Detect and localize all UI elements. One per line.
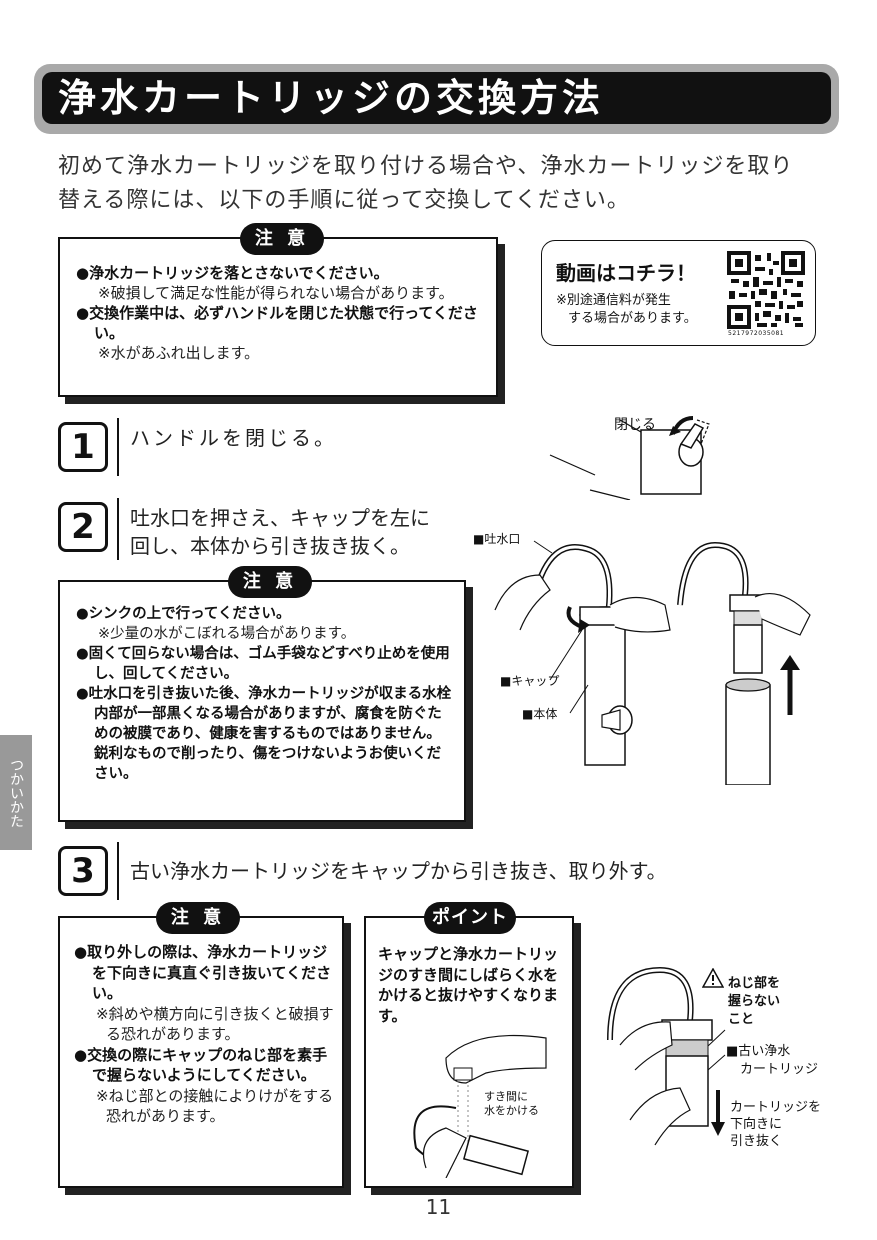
- fig3-label-old-1: ■古い浄水: [726, 1044, 791, 1059]
- caution2-item1-sub: ※少量の水がこぼれる場合があります。: [98, 626, 356, 642]
- point-fig-label1: すき間に: [484, 1090, 528, 1103]
- figure-remove-spout: [494, 540, 811, 785]
- caution1-item2-sub: ※水があふれ出します。: [98, 344, 260, 362]
- caution2-item3: ●吐水口を引き抜いた後、浄水カートリッジが収まる水栓内部が一部黒くなる場合があり…: [76, 686, 452, 742]
- figure-point-water: [413, 1034, 547, 1178]
- caution-box-2: 注 意 ●シンクの上で行ってください。 ※少量の水がこぼれる場合があります。 ●…: [58, 566, 466, 822]
- figure-pull-cartridge: [607, 966, 726, 1146]
- fig3-label-pull-3: 引き抜く: [730, 1134, 783, 1149]
- warning-icon: [702, 968, 724, 988]
- side-tab[interactable]: つかいかた: [0, 735, 32, 850]
- fig3-label-pull-1: カートリッジを: [730, 1100, 822, 1115]
- step-2-text-line1: 吐水口を押さえ、キャップを左に: [130, 506, 430, 530]
- fig3-warn-3: こと: [728, 1012, 755, 1027]
- caution3-item1: ●取り外しの際は、浄水カートリッジを下向きに真直ぐ引き抜いてください。: [74, 943, 332, 1002]
- label-cap: ■キャップ: [500, 674, 560, 688]
- video-note-2: する場合があります。: [568, 311, 697, 326]
- caution-badge-1: 注 意: [240, 223, 324, 255]
- step-3-text: 古い浄水カートリッジをキャップから引き抜き、取り外す。: [130, 859, 667, 883]
- caution1-item1-sub: ※破損して満足な性能が得られない場合があります。: [98, 284, 454, 302]
- point-text: キャップと浄水カートリッジのすき間にしばらく水をかけると抜けやすくなります。: [378, 945, 559, 1025]
- label-spout: ■吐水口: [473, 532, 521, 546]
- step-2-number: 2: [58, 502, 108, 552]
- fig3-label-pull-2: 下向きに: [730, 1117, 783, 1132]
- step-2-text-line2: 回し、本体から引き抜き抜く。: [130, 534, 410, 558]
- qr-code-icon[interactable]: [727, 251, 805, 329]
- step-1-text: ハンドルを閉じる。: [130, 426, 337, 450]
- step-1-number: 1: [58, 422, 108, 472]
- fig3-warn-1: ねじ部を: [728, 976, 781, 991]
- figure-close-handle: [549, 416, 710, 500]
- page-title: 浄水カートリッジの交換方法: [42, 72, 831, 124]
- caution2-item2: ●固くて回らない場合は、ゴム手袋などすべり止めを使用し、回してください。: [76, 646, 450, 682]
- video-title: 動画はコチラ！: [556, 261, 696, 285]
- intro-line-1: 初めて浄水カートリッジを取り付ける場合や、浄水カートリッジを取り: [58, 154, 794, 179]
- caution3-item2-sub: ※ねじ部との接触によりけがをする恐れがあります。: [96, 1086, 334, 1126]
- step-3-number: 3: [58, 846, 108, 896]
- figure1-label: 閉じる: [614, 417, 656, 433]
- video-box[interactable]: 動画はコチラ！ ※別途通信料が発生 する場合があります。 52179720350…: [541, 240, 816, 346]
- qr-code-number: 5217972035081: [728, 330, 785, 337]
- fig3-warn-2: 握らない: [728, 994, 781, 1009]
- caution1-item2: ●交換作業中は、必ずハンドルを閉じた状態で行ってください。: [76, 304, 478, 342]
- caution3-item1-sub: ※斜めや横方向に引き抜くと破損する恐れがあります。: [96, 1004, 334, 1044]
- caution-box-1: 注 意 ●浄水カートリッジを落とさないでください。 ※破損して満足な性能が得られ…: [58, 223, 498, 397]
- intro-text: 初めて浄水カートリッジを取り付ける場合や、浄水カートリッジを取り 替える際には、…: [58, 150, 838, 218]
- point-fig-label2: 水をかける: [484, 1104, 539, 1117]
- page-number: 11: [425, 1195, 452, 1219]
- caution-box-3: 注 意 ●取り外しの際は、浄水カートリッジを下向きに真直ぐ引き抜いてください。 …: [58, 902, 344, 1188]
- caution2-item3-extra: 鋭利なもので削ったり、傷をつけないようお使いください。: [94, 746, 442, 782]
- label-body: ■本体: [522, 707, 558, 721]
- step-2-divider: [117, 498, 119, 560]
- caution-badge-3: 注 意: [156, 902, 240, 934]
- point-badge: ポイント: [424, 902, 516, 934]
- arrow-down-icon: [711, 1090, 725, 1136]
- point-box: ポイント キャップと浄水カートリッジのすき間にしばらく水をかけると抜けやすくなり…: [364, 902, 574, 1188]
- step-1-divider: [117, 418, 119, 476]
- fig3-label-old-2: カートリッジ: [740, 1062, 819, 1077]
- title-bar: 浄水カートリッジの交換方法: [34, 64, 839, 134]
- step-3-divider: [117, 842, 119, 900]
- intro-line-2: 替える際には、以下の手順に従って交換してください。: [58, 188, 630, 213]
- caution1-item1: ●浄水カートリッジを落とさないでください。: [76, 264, 389, 282]
- caution-badge-2: 注 意: [228, 566, 312, 598]
- caution3-item2: ●交換の際にキャップのねじ部を素手で握らないようにしてください。: [74, 1045, 328, 1085]
- caution2-item1: ●シンクの上で行ってください。: [76, 606, 291, 622]
- video-note-1: ※別途通信料が発生: [556, 293, 671, 308]
